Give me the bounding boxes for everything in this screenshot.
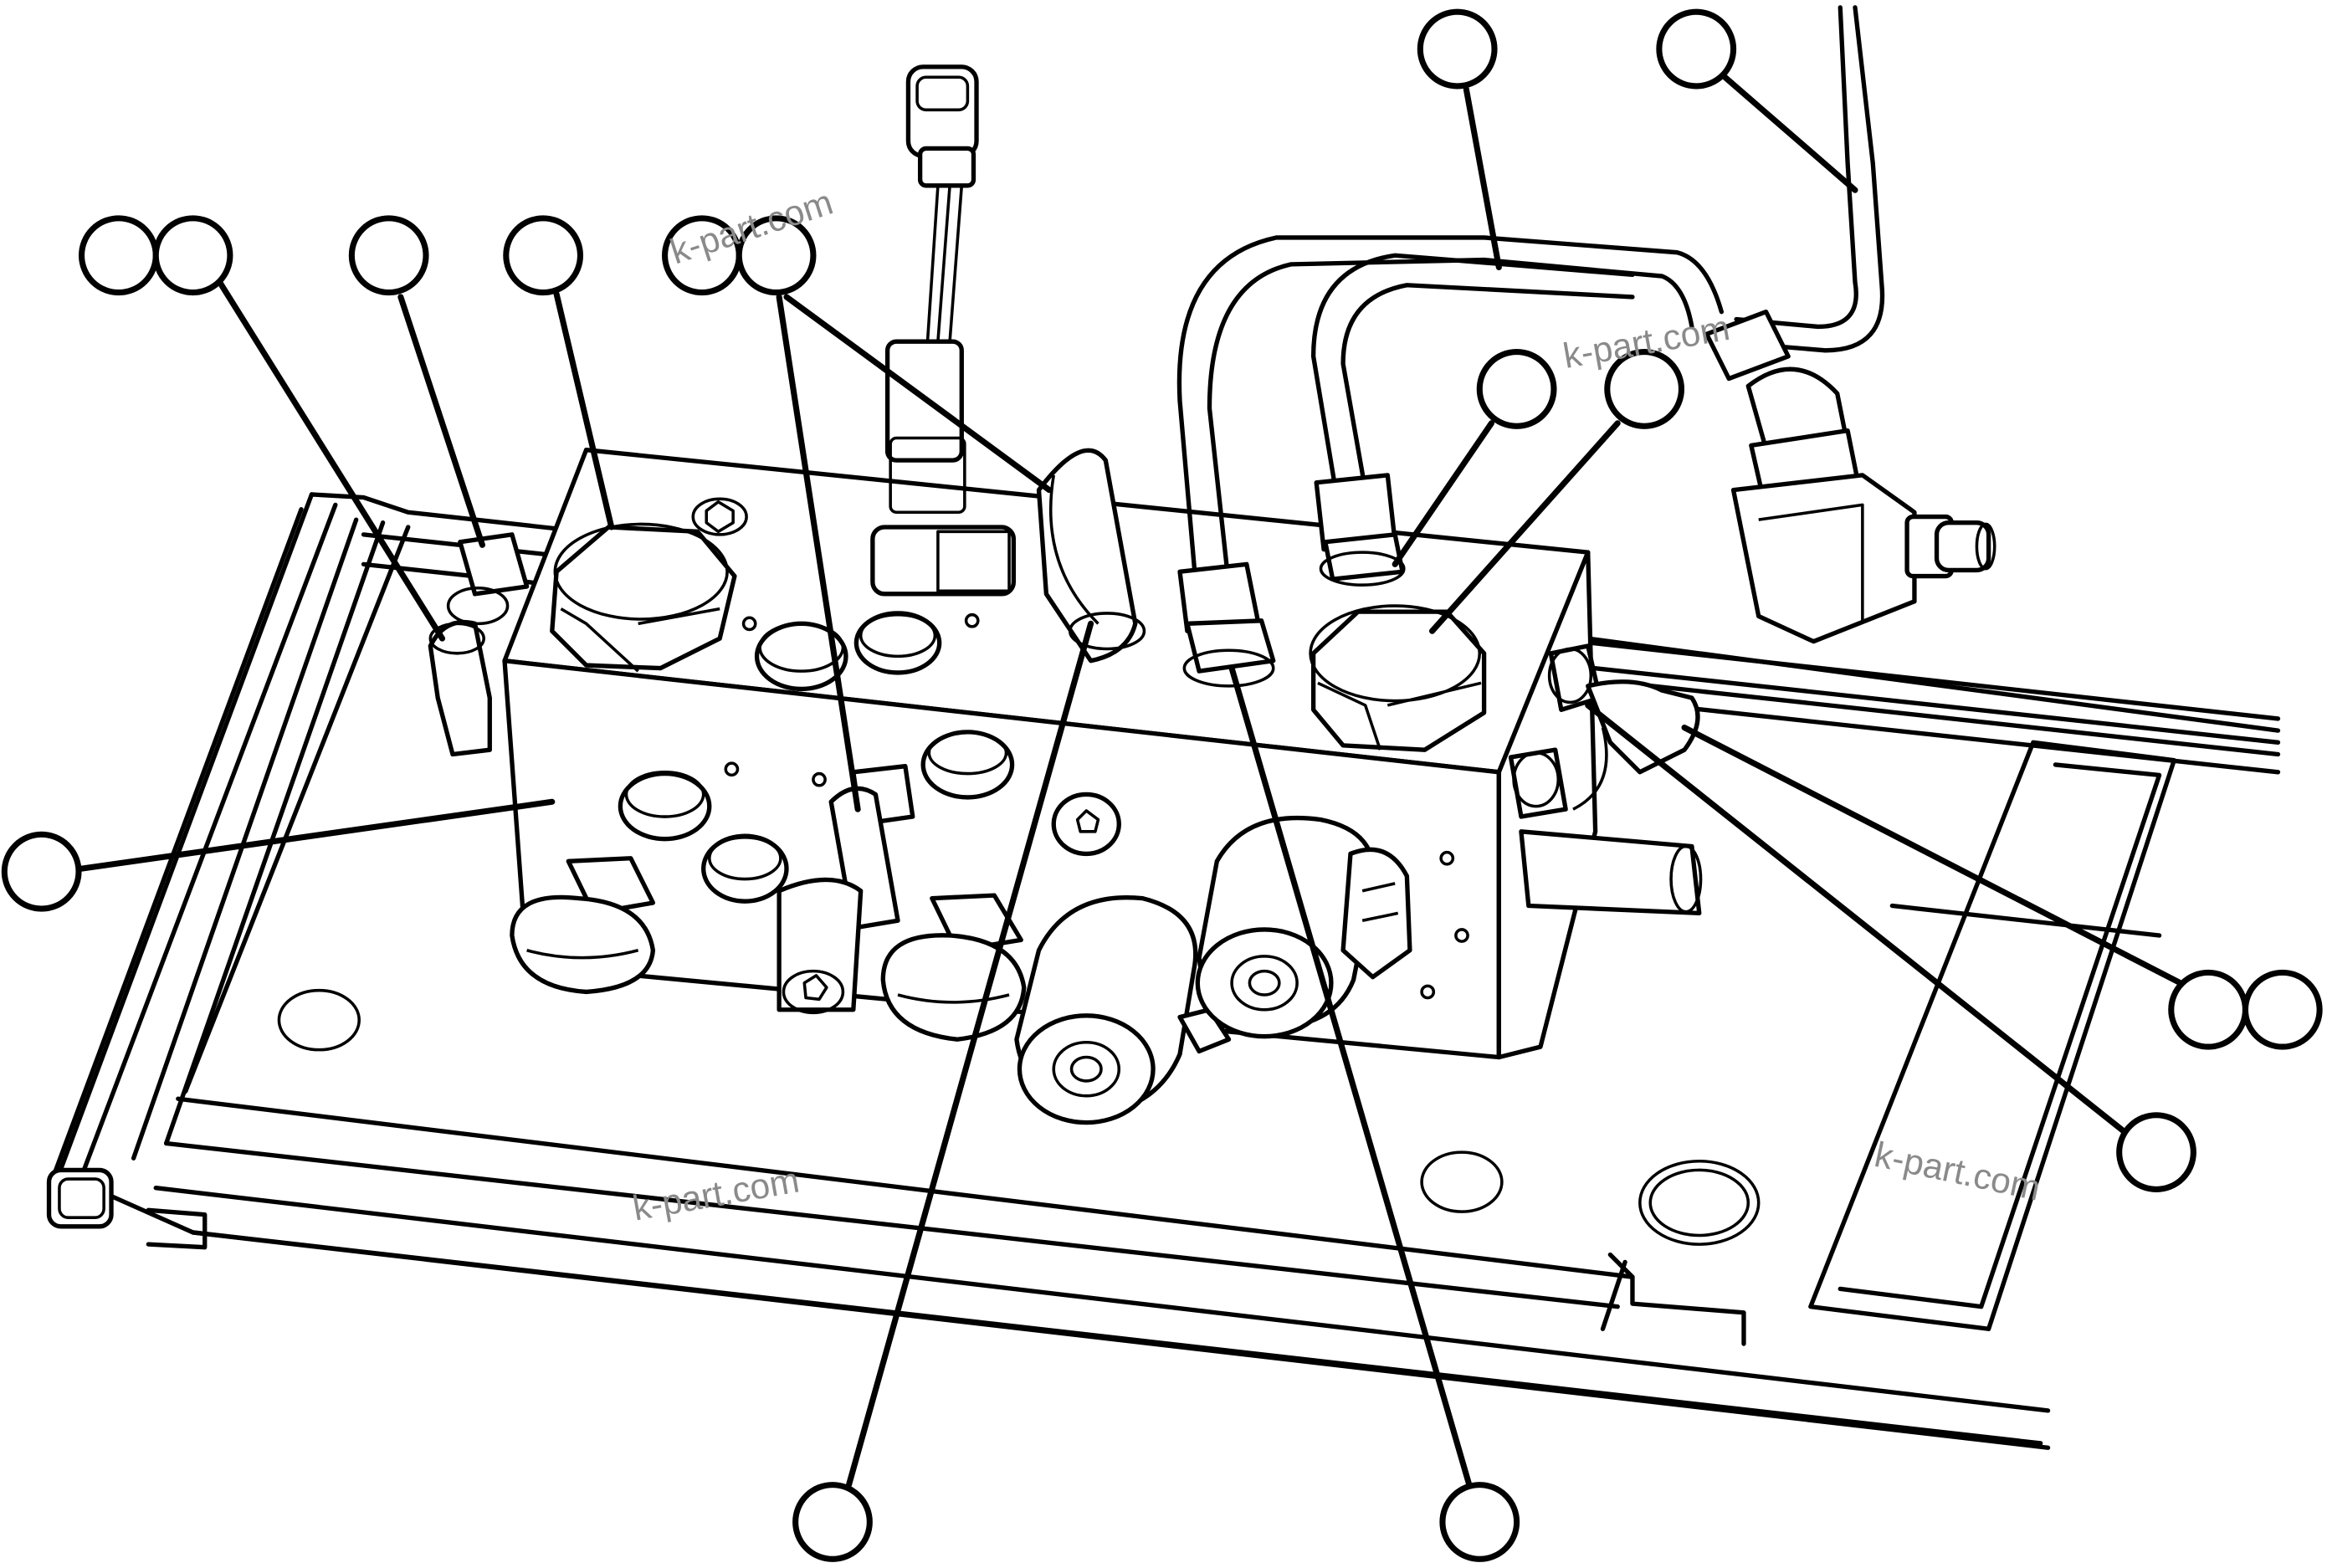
callout-6[interactable]: [736, 215, 817, 296]
callout-2[interactable]: [152, 215, 233, 296]
hand-knobs: [510, 856, 1027, 1042]
callout-13[interactable]: [2242, 969, 2323, 1050]
callout-4[interactable]: [503, 215, 584, 296]
callout-7[interactable]: [1417, 8, 1498, 90]
left-valve-fittings: [428, 532, 530, 757]
center-valve: [777, 764, 915, 1015]
leader-lines: [79, 71, 2192, 1489]
top-plugs: [741, 611, 980, 692]
callout-12[interactable]: [2168, 969, 2248, 1050]
callout-9[interactable]: [1476, 349, 1557, 429]
callout-10[interactable]: [1604, 349, 1685, 429]
callout-14[interactable]: [2116, 1112, 2196, 1193]
watermark-text: k-part.com: [630, 1160, 802, 1228]
watermark-text: k-part.com: [1871, 1135, 2044, 1209]
front-plugs: [618, 730, 1469, 1000]
callout-11[interactable]: [1, 831, 82, 912]
callout-16[interactable]: [1439, 1482, 1520, 1562]
hydraulic-tubes: [1176, 5, 1996, 688]
hex-cap-left: [550, 497, 748, 673]
callout-8[interactable]: [1656, 8, 1737, 90]
solenoid-coils: [1014, 815, 1412, 1125]
callout-3[interactable]: [348, 215, 429, 296]
electrical-connector: [884, 64, 979, 515]
pressure-switch: [870, 448, 1146, 664]
callout-15[interactable]: [792, 1482, 873, 1562]
callout-circles: [1, 8, 2323, 1562]
callout-1[interactable]: [79, 215, 159, 296]
hex-cap-right: [1309, 604, 1487, 752]
right-end-fittings: [1508, 643, 1703, 916]
